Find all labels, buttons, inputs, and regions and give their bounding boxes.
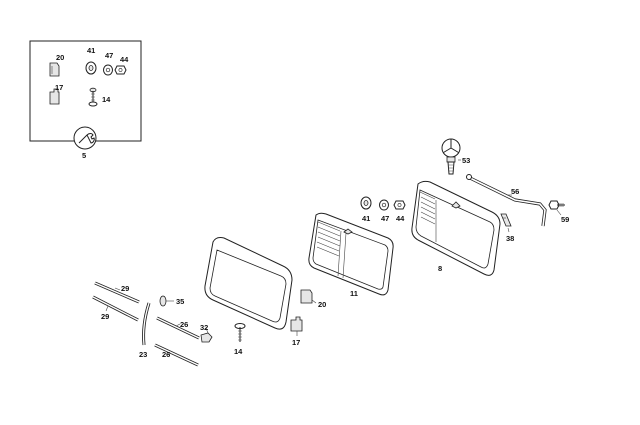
grille-cap-44-part xyxy=(393,200,406,210)
moulding-29-top-part xyxy=(94,281,140,304)
callout-23: 23 xyxy=(139,350,147,359)
callout-59: 59 xyxy=(561,215,569,224)
kit-label-44: 44 xyxy=(120,55,129,64)
callout-32: 32 xyxy=(200,323,208,332)
clip-32-part xyxy=(200,327,213,343)
callout-20: 20 xyxy=(318,300,326,309)
callout-38: 38 xyxy=(506,234,514,243)
kit-label-5: 5 xyxy=(82,151,86,160)
strip-26-bottom-part xyxy=(154,343,199,367)
spring-rod-part xyxy=(466,174,547,227)
strip-26-top-part xyxy=(156,316,200,340)
frame-clip-17-part xyxy=(290,316,303,336)
seal-23-part xyxy=(142,302,151,346)
grille-washer-47-part xyxy=(379,199,389,211)
nut-41-part xyxy=(85,61,97,75)
kit-box: 20 41 47 44 17 14 xyxy=(29,40,142,160)
kit-label-17: 17 xyxy=(55,83,63,92)
callout-53: 53 xyxy=(462,156,470,165)
callout-35: 35 xyxy=(176,297,184,306)
bolt-part xyxy=(548,200,565,216)
bottom-screw-14-part xyxy=(234,323,246,342)
clip-20-part xyxy=(49,62,60,77)
callout-47: 47 xyxy=(381,214,389,223)
clip-35-part xyxy=(159,295,174,307)
moulding-29-bottom-part xyxy=(92,295,139,322)
frame-clip-20-part xyxy=(300,289,317,304)
kit-label-47: 47 xyxy=(105,51,113,60)
kit-label-14: 14 xyxy=(102,95,111,104)
screw-14-part xyxy=(88,87,98,107)
callout-17: 17 xyxy=(292,338,300,347)
callout-8: 8 xyxy=(438,264,442,273)
callout-11: 11 xyxy=(350,289,358,298)
kit-box-frame xyxy=(29,40,142,142)
kit-label-20: 20 xyxy=(56,53,64,62)
kit-label-41: 41 xyxy=(87,46,95,55)
wrench-icon xyxy=(73,126,97,150)
grille-insert-part xyxy=(308,212,394,296)
callout-14: 14 xyxy=(234,347,243,356)
callout-26-top: 26 xyxy=(180,320,188,329)
grille-shell-part xyxy=(411,180,501,276)
callout-26-bottom: 26 xyxy=(162,350,170,359)
callout-44: 44 xyxy=(396,214,405,223)
bracket-part xyxy=(500,213,512,233)
callout-29-top: 29 xyxy=(121,284,129,293)
chrome-frame-part xyxy=(204,237,293,330)
cap-nut-44-part xyxy=(114,65,127,75)
washer-47-part xyxy=(103,64,113,76)
grille-nut-41-part xyxy=(360,196,372,210)
callout-29-bottom: 29 xyxy=(101,312,109,321)
clip-17-part xyxy=(49,88,60,105)
emblem-part xyxy=(441,138,461,175)
callout-56: 56 xyxy=(511,187,519,196)
callout-41: 41 xyxy=(362,214,370,223)
